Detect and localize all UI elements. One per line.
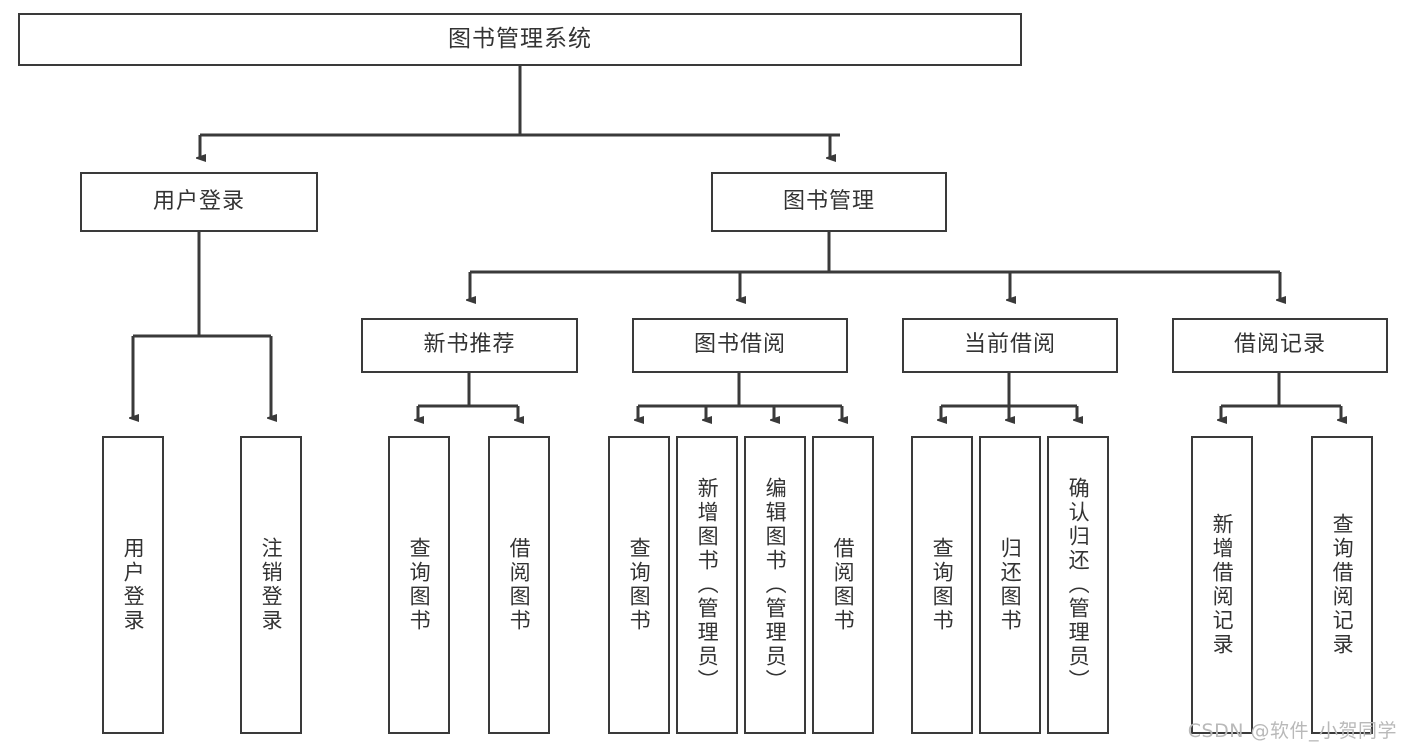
leaf-label: 确认归还（管理员）: [1066, 477, 1091, 693]
node-user-login[interactable]: 用户登录: [80, 172, 318, 232]
leaf-new-book-borrow[interactable]: 借阅图书: [488, 436, 550, 734]
leaf-borrow-record-query[interactable]: 查询借阅记录: [1311, 436, 1373, 734]
leaf-current-borrow-return[interactable]: 归还图书: [979, 436, 1041, 734]
leaf-current-borrow-confirm-return[interactable]: 确认归还（管理员）: [1047, 436, 1109, 734]
leaf-label: 归还图书: [998, 537, 1023, 633]
leaf-new-book-query[interactable]: 查询图书: [388, 436, 450, 734]
leaf-label: 编辑图书（管理员）: [763, 477, 788, 693]
leaf-label: 用户登录: [121, 537, 146, 633]
leaf-book-borrow-query[interactable]: 查询图书: [608, 436, 670, 734]
leaf-label: 借阅图书: [507, 537, 532, 633]
leaf-label: 新增借阅记录: [1210, 513, 1235, 657]
leaf-label: 借阅图书: [831, 537, 856, 633]
leaf-current-borrow-query[interactable]: 查询图书: [911, 436, 973, 734]
leaf-book-borrow-edit[interactable]: 编辑图书（管理员）: [744, 436, 806, 734]
node-book-management[interactable]: 图书管理: [711, 172, 947, 232]
leaf-label: 查询图书: [407, 537, 432, 633]
leaf-user-login-login[interactable]: 用户登录: [102, 436, 164, 734]
node-borrow-record[interactable]: 借阅记录: [1172, 318, 1388, 373]
leaf-book-borrow-borrow[interactable]: 借阅图书: [812, 436, 874, 734]
leaf-label: 新增图书（管理员）: [695, 477, 720, 693]
leaf-user-login-logout[interactable]: 注销登录: [240, 436, 302, 734]
leaf-label: 查询借阅记录: [1330, 513, 1355, 657]
node-book-borrow[interactable]: 图书借阅: [632, 318, 848, 373]
watermark-text: CSDN @软件_小贺同学: [1187, 720, 1397, 742]
leaf-label: 查询图书: [627, 537, 652, 633]
leaf-label: 查询图书: [930, 537, 955, 633]
leaf-borrow-record-add[interactable]: 新增借阅记录: [1191, 436, 1253, 734]
leaf-book-borrow-add[interactable]: 新增图书（管理员）: [676, 436, 738, 734]
node-root-system[interactable]: 图书管理系统: [18, 13, 1022, 66]
node-current-borrow[interactable]: 当前借阅: [902, 318, 1118, 373]
node-new-book-recommend[interactable]: 新书推荐: [361, 318, 578, 373]
leaf-label: 注销登录: [259, 537, 284, 633]
